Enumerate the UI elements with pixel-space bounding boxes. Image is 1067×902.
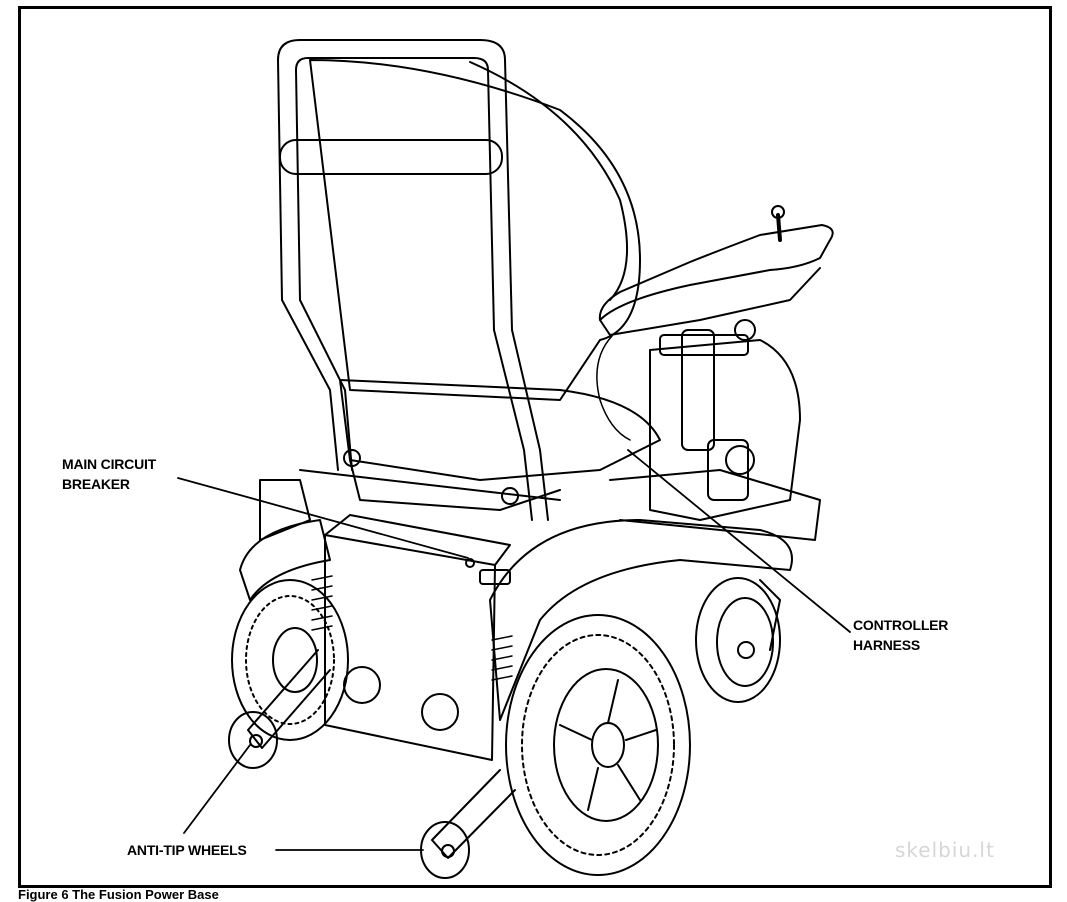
label-main-circuit-breaker-line2: BREAKER — [62, 476, 130, 492]
right-drive-wheel — [505, 614, 691, 876]
motor-housing — [609, 339, 821, 541]
label-anti-tip-wheels: ANTI-TIP WHEELS — [127, 840, 247, 860]
front-caster-wheel — [695, 577, 781, 703]
watermark: skelbiu.lt — [895, 838, 995, 862]
figure-frame — [18, 6, 1052, 888]
label-controller-harness: CONTROLLER HARNESS — [853, 615, 948, 655]
controller-harness-wire — [596, 335, 631, 441]
armrest-joystick — [598, 205, 834, 451]
seat-cushion — [299, 379, 661, 511]
figure-caption: Figure 6 The Fusion Power Base — [18, 887, 219, 902]
leader-anti-tip-upper — [183, 744, 251, 834]
battery-box — [324, 514, 511, 761]
leader-main-circuit-breaker — [177, 477, 469, 559]
label-controller-harness-line1: CONTROLLER — [853, 617, 949, 633]
push-handle-frame — [277, 39, 549, 521]
label-anti-tip-wheels-text: ANTI-TIP WHEELS — [127, 842, 247, 858]
backrest-cushion — [309, 59, 641, 401]
leader-controller-harness — [627, 449, 851, 633]
anti-tip-assembly — [228, 649, 516, 879]
label-main-circuit-breaker: MAIN CIRCUIT BREAKER — [62, 454, 156, 494]
leader-lines — [177, 449, 851, 851]
suspension-springs — [311, 575, 513, 681]
label-controller-harness-line2: HARNESS — [853, 637, 921, 653]
left-drive-wheel — [231, 579, 349, 741]
label-main-circuit-breaker-line1: MAIN CIRCUIT — [62, 456, 157, 472]
